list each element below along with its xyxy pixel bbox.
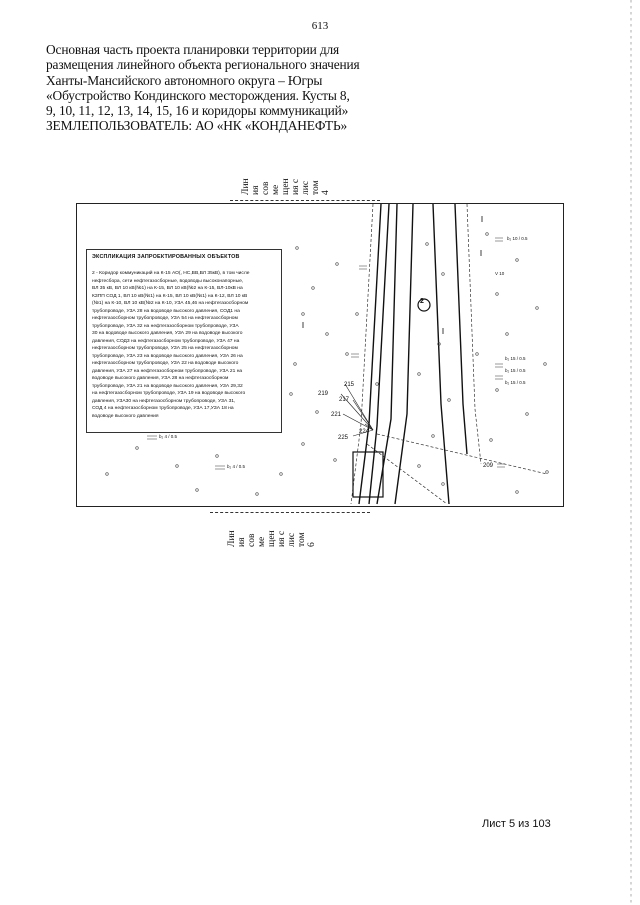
bog-symbol-label: b₂ 15 / 0.5 — [505, 380, 526, 385]
match-line-bottom — [210, 512, 370, 513]
section-label-char: ия с — [291, 178, 301, 195]
point-label: 217 — [339, 397, 350, 403]
section-label-char: сов — [261, 181, 271, 195]
page-number: 613 — [311, 20, 329, 32]
legend-line: водоводе высокого давления, УЗА 28 на не… — [92, 376, 229, 381]
bog-symbol-label: b₂ 4 / 0.5 — [227, 464, 246, 469]
legend-line: трубопроводе, УЗА 32 на нефтегазосборном… — [92, 323, 239, 329]
sheet-label: Лист 5 из 103 — [482, 818, 551, 830]
legend-line: СОД 4 на нефтегазосборном трубопроводе, … — [92, 406, 234, 411]
legend-line: нефтегазосборном трубопроводе, УЗА 22 на… — [92, 361, 239, 366]
heading-line: 9, 10, 11, 12, 13, 14, 15, 16 и коридоры… — [46, 103, 349, 119]
legend-line: ВЛ 35 кВ, ВЛ 10 кВ(№1) на К-15, ВЛ 10 кВ… — [92, 286, 243, 291]
heading-line: «Обустройство Кондинского месторождения.… — [46, 87, 350, 103]
heading-line: Ханты-Мансийского автономного округа – Ю… — [46, 72, 323, 88]
section-label-char: ме — [271, 184, 281, 195]
legend-line: нефтегазосборном трубопроводе, УЗА 25 на… — [92, 346, 238, 351]
legend-line: 2 - Коридор коммуникаций на К-15 АО(, НС… — [92, 271, 250, 276]
legend-line: (№1) на К-10, ВЛ 10 кВ(№2 на К-10, УЗА 4… — [92, 301, 249, 306]
section-label-char: 6 — [307, 542, 317, 547]
legend-line: 30 на водоводе высокого давления, УЗА 29… — [92, 331, 243, 336]
section-label-char: том — [297, 532, 307, 547]
legend-line: КЗПП СОД 1, ВЛ 10 кВ(№1) на К-15, ВЛ 10 … — [92, 293, 248, 299]
section-label-char: ия с — [277, 530, 287, 547]
point-label: 224 — [359, 429, 370, 435]
corridor-number: 2 — [420, 298, 424, 305]
section-label-char: ия — [251, 185, 261, 195]
section-label-char: сов — [247, 533, 257, 547]
legend-body: 2 - Коридор коммуникаций на К-15 АО(, НС… — [92, 270, 276, 420]
section-label-char: ме — [257, 536, 267, 547]
section-label-char: лис — [301, 180, 311, 195]
section-label-char: 4 — [321, 190, 331, 195]
section-label-char: том — [311, 180, 321, 195]
heading-line: Основная часть проекта планировки террит… — [46, 42, 340, 57]
section-label-char: лис — [287, 532, 297, 547]
section-label-char: щен — [281, 178, 291, 195]
point-label: 209 — [483, 463, 494, 469]
legend-line: трубопроводе, УЗА 23 на водоводе высоког… — [92, 353, 243, 359]
document-heading: Основная часть проекта планировки террит… — [46, 42, 376, 134]
bog-symbol-label: b₂ 4 / 0.5 — [159, 434, 178, 439]
heading-line: размещения линейного объекта регионально… — [46, 57, 360, 73]
scan-edge — [630, 0, 632, 905]
section-label-char: Лин — [241, 178, 251, 195]
point-label: 225 — [338, 435, 349, 441]
vegetation-label: V 10 — [495, 271, 505, 276]
legend-box: ЭКСПЛИКАЦИЯ ЗАПРОЕКТИРОВАННЫХ ОБЪЕКТОВ 2… — [86, 249, 282, 433]
legend-line: нефтегазосборном трубопроводе, УЗА 54 на… — [92, 316, 238, 321]
legend-line: на нефтегазосборном трубопроводе, УЗА 19… — [92, 391, 246, 396]
point-label: 221 — [331, 412, 342, 418]
point-label: 215 — [344, 382, 355, 388]
legend-title: ЭКСПЛИКАЦИЯ ЗАПРОЕКТИРОВАННЫХ ОБЪЕКТОВ — [92, 254, 240, 260]
legend-line: трубопроводе, УЗА 21 на водоводе высоког… — [92, 383, 243, 389]
heading-line: ЗЕМЛЕПОЛЬЗОВАТЕЛЬ: АО «НК «КОНДАНЕФТЬ» — [46, 118, 348, 134]
match-line-top — [230, 200, 380, 201]
bog-symbol-label: b₂ 10 / 0.5 — [507, 236, 528, 241]
legend-line: давления, УЗА30 на нефтегазосборном труб… — [92, 398, 236, 404]
map-drawing — [105, 204, 549, 505]
bog-symbol-label: b₂ 15 / 0.5 — [505, 356, 526, 361]
legend-line: нефтесбора, сети нефтегазосборные, водов… — [92, 278, 244, 284]
legend-line: трубопроводе, УЗА 28 на водоводе высоког… — [92, 308, 240, 314]
section-label-char: щен — [267, 530, 277, 547]
legend-line: водоводе высокого давления — [92, 413, 159, 419]
corridor-lines — [358, 204, 468, 505]
bog-symbol-label: b₂ 15 / 0.5 — [505, 368, 526, 373]
section-label-char: ия — [237, 537, 247, 547]
section-label-char: Лин — [227, 530, 237, 547]
point-label: 219 — [318, 391, 329, 397]
legend-line: давления, СОД3 на нефтегазосборном трубо… — [92, 338, 240, 344]
legend-line: давления, УЗА 27 на нефтегазосборном тру… — [92, 368, 243, 374]
